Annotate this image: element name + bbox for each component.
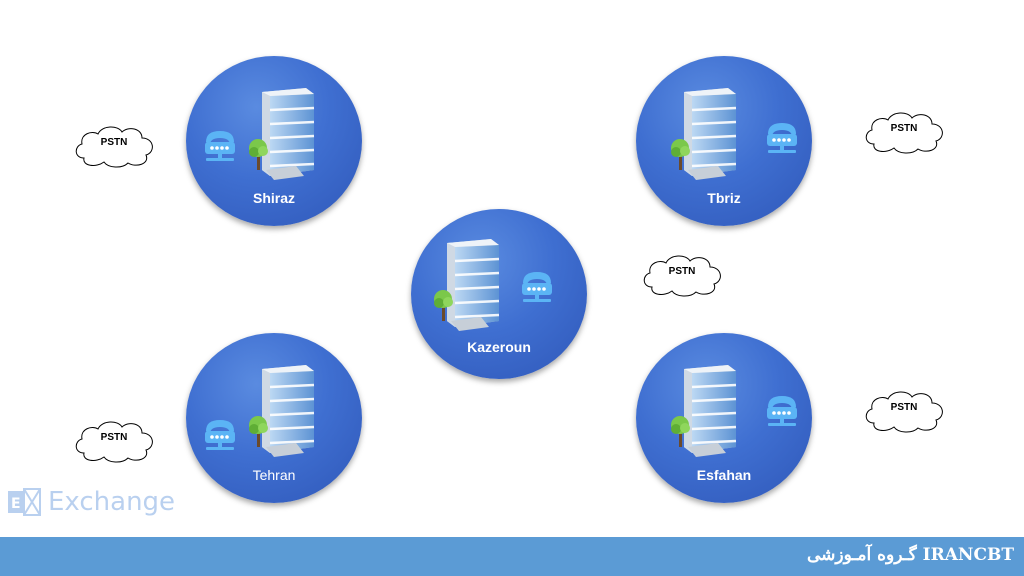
svg-text:E: E xyxy=(11,496,21,512)
exchange-logo-icon: E xyxy=(8,488,41,516)
office-building-icon xyxy=(433,237,505,331)
office-building-icon xyxy=(248,86,320,180)
telephone-icon xyxy=(764,393,800,427)
telephone-icon xyxy=(764,120,800,154)
site-tbriz: Tbriz xyxy=(636,56,812,226)
site-esfahan: Esfahan xyxy=(636,333,812,503)
pstn-cloud: PSTN xyxy=(70,417,158,463)
telephone-icon xyxy=(202,128,238,162)
pstn-label: PSTN xyxy=(890,123,918,134)
footer-bar: گـروه آمـوزشی IRANCBT xyxy=(0,537,1024,576)
pstn-label: PSTN xyxy=(668,266,696,277)
office-building-icon xyxy=(670,86,742,180)
pstn-label: PSTN xyxy=(890,402,918,413)
pstn-cloud: PSTN xyxy=(70,122,158,168)
site-label: Esfahan xyxy=(696,467,752,483)
office-building-icon xyxy=(670,363,742,457)
pstn-cloud: PSTN xyxy=(860,108,948,154)
telephone-icon xyxy=(202,417,238,451)
watermark-text: Exchange xyxy=(48,487,176,517)
office-building-icon xyxy=(248,363,320,457)
site-label: Tbriz xyxy=(707,190,741,206)
site-label: Tehran xyxy=(252,467,296,483)
telephone-icon xyxy=(519,269,555,303)
site-kazeroun: Kazeroun xyxy=(411,209,587,379)
pstn-cloud: PSTN xyxy=(638,251,726,297)
footer-brand-text: گـروه آمـوزشی IRANCBT xyxy=(807,545,1014,565)
pstn-label: PSTN xyxy=(100,432,128,443)
site-label: Shiraz xyxy=(252,190,295,206)
site-label: Kazeroun xyxy=(467,339,531,355)
exchange-watermark: E Exchange xyxy=(8,486,175,518)
pstn-cloud: PSTN xyxy=(860,387,948,433)
site-shiraz: Shiraz xyxy=(186,56,362,226)
site-tehran: Tehran xyxy=(186,333,362,503)
pstn-label: PSTN xyxy=(100,137,128,148)
